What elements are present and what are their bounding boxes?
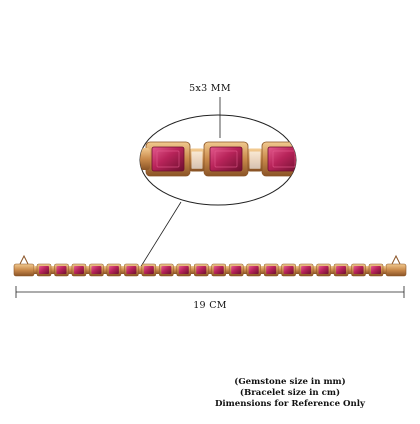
dimension-notes: (Gemstone size in mm) (Bracelet size in … (180, 377, 400, 410)
bracelet-ruby (178, 266, 189, 274)
bracelet-ruby (108, 266, 119, 274)
zoom-ruby-facet (272, 150, 296, 168)
bracelet-ruby (73, 266, 84, 274)
zoomed-links (140, 141, 296, 177)
zoom-ruby-facet (156, 150, 180, 168)
bracelet-ruby (126, 266, 137, 274)
note-gemstone-unit: (Gemstone size in mm) (234, 377, 346, 387)
bracelet-clasp-right (385, 263, 407, 277)
bracelet-ruby (336, 266, 347, 274)
bracelet-ruby (39, 266, 49, 274)
zoom-leader-line (139, 201, 182, 269)
bracelet-clasp-hook-right (391, 254, 401, 265)
bracelet-chain (34, 266, 386, 274)
zoom-link-edge-left (140, 148, 150, 170)
bracelet-ruby (143, 266, 154, 274)
note-bracelet-unit: (Bracelet size in cm) (239, 388, 341, 398)
bracelet-clasp-hook-left (19, 254, 29, 265)
bracelet-ruby (353, 266, 364, 274)
bracelet-ruby (283, 266, 294, 274)
zoom-ruby-stone (151, 146, 185, 172)
bracelet-ruby (301, 266, 312, 274)
bracelet-clasp-left (13, 263, 35, 277)
bracelet-ruby (266, 266, 277, 274)
bracelet-ruby (318, 266, 329, 274)
bracelet (13, 254, 407, 277)
bracelet-ruby (161, 266, 172, 274)
gemstone-size-label: 5x3 MM (189, 83, 231, 94)
bracelet-ruby (213, 266, 224, 274)
bracelet-length-label: 19 CM (193, 300, 227, 311)
bracelet-ruby (91, 266, 102, 274)
bracelet-ruby (248, 266, 259, 274)
bracelet-ruby (371, 266, 381, 274)
zoom-ruby-facet (214, 150, 238, 168)
zoom-ruby-stone (209, 146, 243, 172)
bracelet-ruby (196, 266, 207, 274)
bracelet-ruby (231, 266, 242, 274)
bracelet-ruby (56, 266, 67, 274)
zoom-ruby-stone (267, 146, 296, 172)
note-reference-only: Dimensions for Reference Only (214, 399, 366, 409)
